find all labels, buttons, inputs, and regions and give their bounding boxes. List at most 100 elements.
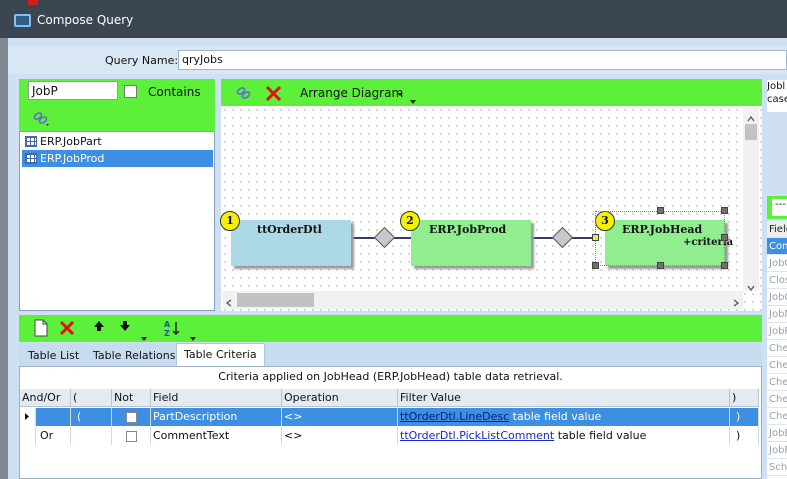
operation-cell[interactable]: <> bbox=[282, 427, 398, 445]
table-list: ERP.JobPart ERP.JobProd bbox=[19, 131, 215, 311]
field-list-item[interactable]: JobN bbox=[767, 306, 787, 323]
panel-splitter[interactable] bbox=[215, 79, 221, 311]
move-up-icon[interactable] bbox=[89, 319, 109, 339]
not-checkbox[interactable] bbox=[126, 431, 137, 442]
diagram-node-jobprod[interactable]: ERP.JobProd bbox=[411, 220, 531, 266]
diagram-horizontal-scrollbar[interactable] bbox=[223, 291, 743, 309]
field-list-item[interactable]: Chec bbox=[767, 391, 787, 408]
diagram-canvas[interactable] bbox=[221, 106, 762, 311]
field-list-item[interactable]: Chec bbox=[767, 340, 787, 357]
field-list-item[interactable]: Comp bbox=[767, 238, 787, 255]
operation-cell[interactable]: <> bbox=[282, 408, 398, 426]
scroll-left-icon[interactable] bbox=[225, 297, 232, 307]
field-list-item[interactable]: Chec bbox=[767, 357, 787, 374]
query-name-label: Query Name: bbox=[105, 54, 179, 67]
node-title: ttOrderDtl bbox=[257, 223, 322, 236]
link-icon[interactable] bbox=[233, 84, 253, 102]
field-filter-input[interactable]: --- bbox=[772, 199, 787, 216]
dropdown-arrow-icon[interactable] bbox=[190, 332, 196, 341]
column-header-and-or[interactable]: And/Or bbox=[20, 389, 71, 407]
move-down-icon[interactable] bbox=[115, 319, 135, 339]
scroll-up-icon[interactable] bbox=[747, 112, 755, 122]
column-header-not[interactable]: Not bbox=[112, 389, 151, 407]
table-list-item-jobpart[interactable]: ERP.JobPart bbox=[22, 133, 213, 150]
criteria-row[interactable]: Or CommentText <> ttOrderDtl.PickListCom… bbox=[20, 427, 759, 445]
field-list-item[interactable]: Close bbox=[767, 272, 787, 289]
column-header-field[interactable]: Field bbox=[151, 389, 282, 407]
resize-handle[interactable] bbox=[657, 207, 664, 214]
table-icon bbox=[25, 153, 37, 164]
delete-icon[interactable] bbox=[264, 84, 283, 103]
field-cell[interactable]: PartDescription bbox=[151, 408, 282, 426]
filter-value-suffix: table field value bbox=[512, 410, 602, 423]
new-document-icon[interactable] bbox=[31, 319, 51, 339]
tab-table-relations[interactable]: Table Relations bbox=[93, 349, 176, 362]
filter-value-link[interactable]: ttOrderDtl.PickListComment bbox=[400, 429, 555, 442]
not-cell bbox=[112, 408, 151, 426]
table-description: Jobl case bbox=[767, 80, 787, 112]
arrange-diagram-button[interactable]: Arrange Diagram bbox=[300, 86, 404, 100]
field-list-item[interactable]: Schr bbox=[767, 459, 787, 476]
tab-table-list[interactable]: Table List bbox=[28, 349, 80, 362]
field-list-item[interactable]: Chec bbox=[767, 374, 787, 391]
link-icon[interactable] bbox=[30, 109, 52, 127]
horizontal-scroll-thumb[interactable] bbox=[237, 293, 314, 307]
not-cell bbox=[112, 427, 151, 445]
scroll-down-icon[interactable] bbox=[747, 281, 755, 292]
close-paren-cell[interactable]: ) bbox=[730, 408, 759, 426]
resize-handle[interactable] bbox=[721, 234, 728, 241]
window-accent bbox=[28, 0, 38, 5]
vertical-scroll-thumb[interactable] bbox=[745, 124, 757, 140]
dropdown-arrow-icon[interactable] bbox=[410, 95, 416, 104]
scroll-right-icon[interactable] bbox=[733, 297, 740, 307]
query-name-input[interactable]: qryJobs bbox=[178, 50, 787, 70]
diagram-toolbar bbox=[221, 79, 762, 106]
chevron-down-icon bbox=[396, 88, 404, 96]
column-header-operation[interactable]: Operation bbox=[282, 389, 398, 407]
node-number-badge: 1 bbox=[220, 211, 240, 231]
diagram-node-ttorderdtl[interactable]: ttOrderDtl bbox=[231, 220, 351, 266]
delete-icon[interactable] bbox=[57, 319, 77, 339]
column-header-close-paren[interactable]: ) bbox=[730, 389, 759, 407]
open-paren-cell[interactable]: ( bbox=[71, 408, 112, 426]
filter-value-cell[interactable]: ttOrderDtl.PickListComment table field v… bbox=[398, 427, 730, 445]
node-title: ERP.JobProd bbox=[429, 223, 507, 236]
dropdown-arrow-icon[interactable] bbox=[141, 332, 147, 341]
criteria-row[interactable]: ( PartDescription <> ttOrderDtl.LineDesc… bbox=[20, 408, 759, 426]
open-paren-cell[interactable] bbox=[71, 427, 112, 445]
title-bar: Compose Query bbox=[0, 0, 787, 38]
field-list-item[interactable]: JobE bbox=[767, 425, 787, 442]
resize-handle[interactable] bbox=[657, 262, 664, 269]
table-search-input[interactable]: JobP bbox=[28, 81, 118, 100]
connection-handle[interactable] bbox=[592, 234, 599, 241]
filter-value-cell[interactable]: ttOrderDtl.LineDesc table field value bbox=[398, 408, 730, 426]
filter-value-suffix: table field value bbox=[557, 429, 647, 442]
field-list-item[interactable]: Chec bbox=[767, 408, 787, 425]
resize-handle[interactable] bbox=[592, 262, 599, 269]
window-icon bbox=[14, 14, 31, 27]
column-header-open-paren[interactable]: ( bbox=[71, 389, 112, 407]
field-list-item[interactable]: JobR bbox=[767, 323, 787, 340]
column-header-filter-value[interactable]: Filter Value bbox=[398, 389, 730, 407]
and-or-cell[interactable]: Or bbox=[36, 427, 71, 445]
contains-label: Contains bbox=[148, 85, 201, 99]
field-list-item[interactable]: JobF bbox=[767, 442, 787, 459]
sort-icon[interactable]: A Z bbox=[163, 319, 183, 339]
diagram-node-jobhead[interactable]: ERP.JobHead +criteria bbox=[605, 220, 733, 266]
diagram-vertical-scrollbar[interactable] bbox=[743, 108, 759, 292]
background-strip bbox=[0, 38, 8, 479]
filter-value-link[interactable]: ttOrderDtl.LineDesc bbox=[400, 410, 510, 423]
field-cell[interactable]: CommentText bbox=[151, 427, 282, 445]
tab-table-criteria[interactable]: Table Criteria bbox=[176, 343, 265, 366]
contains-checkbox[interactable] bbox=[124, 85, 137, 98]
window-title: Compose Query bbox=[37, 13, 134, 27]
and-or-cell[interactable] bbox=[36, 408, 71, 426]
table-list-item-jobprod[interactable]: ERP.JobProd bbox=[22, 150, 213, 167]
resize-handle[interactable] bbox=[721, 262, 728, 269]
close-paren-cell[interactable]: ) bbox=[730, 427, 759, 445]
not-checkbox[interactable] bbox=[126, 412, 137, 423]
row-indicator bbox=[20, 408, 36, 426]
resize-handle[interactable] bbox=[721, 207, 728, 214]
